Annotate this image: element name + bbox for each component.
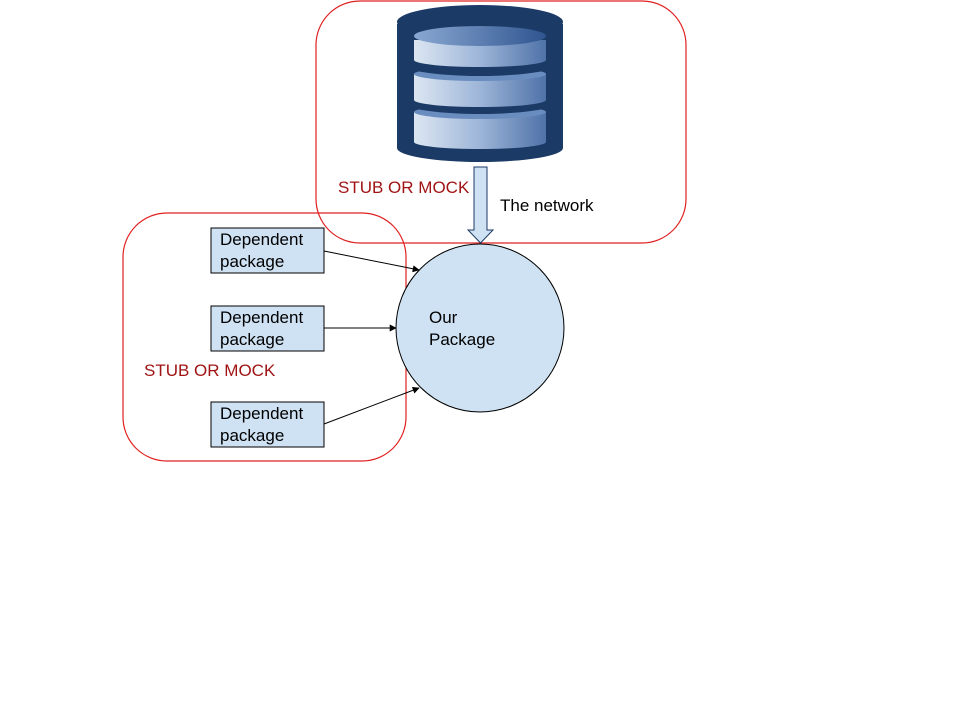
network-label: The network bbox=[500, 196, 594, 215]
stub-boundary-network bbox=[315, 0, 687, 244]
our-package-label: Our Package bbox=[429, 308, 496, 349]
dependent-package-label-2: Dependent package bbox=[220, 308, 304, 349]
dependent-package-label-1: Dependent package bbox=[220, 230, 304, 271]
dependent-package-label-3: Dependent package bbox=[220, 404, 304, 445]
stub-label-network: STUB OR MOCK bbox=[338, 178, 470, 197]
dependent-package-box-1 bbox=[210, 227, 325, 274]
connector-1 bbox=[323, 250, 420, 273]
connector-3 bbox=[323, 386, 420, 425]
database-icon bbox=[397, 5, 563, 162]
network-arrow bbox=[466, 166, 495, 244]
stub-label-dependencies: STUB OR MOCK bbox=[144, 361, 276, 380]
dependent-package-box-3 bbox=[210, 401, 325, 448]
